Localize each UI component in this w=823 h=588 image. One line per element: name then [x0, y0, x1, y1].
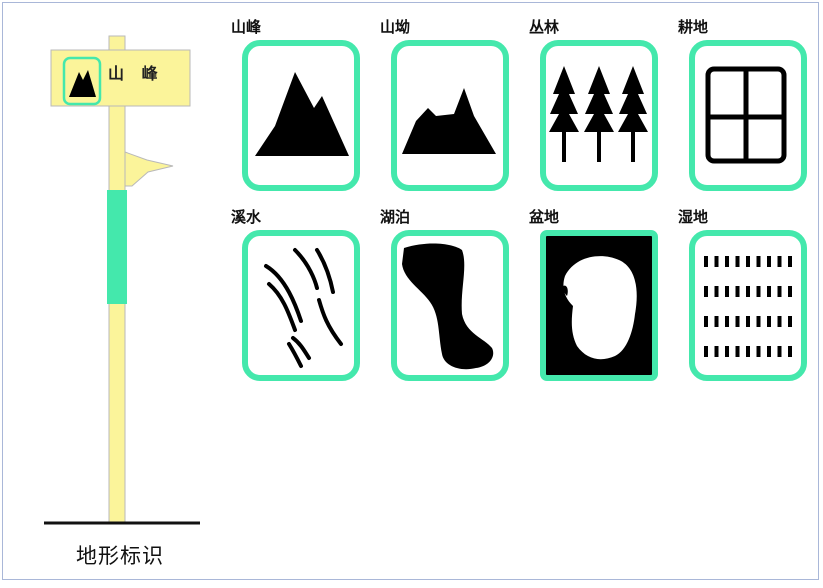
tile-label: 山峰	[231, 18, 262, 36]
sign-label: 山 峰	[108, 64, 164, 83]
wetland-dash	[725, 316, 729, 327]
post-shaft	[108, 105, 126, 523]
wetland-dash	[746, 316, 750, 327]
tile-wetland: 湿地	[678, 206, 807, 396]
forest-icon	[540, 40, 658, 191]
wetland-dash	[704, 256, 708, 267]
farmland-icon	[689, 40, 807, 191]
tile-farmland: 耕地	[678, 16, 807, 206]
tile-lake: 湖泊	[380, 206, 509, 396]
wetland-dash	[777, 286, 782, 297]
wetland-dash	[714, 286, 719, 297]
wetland-dash	[725, 286, 729, 297]
post-top	[108, 35, 126, 51]
post-band	[107, 190, 127, 304]
wetland-dash	[725, 256, 729, 267]
tile-label: 山坳	[380, 18, 411, 36]
wetland-dots	[704, 256, 792, 357]
wetland-dash	[735, 256, 740, 267]
wetland-dash	[714, 346, 719, 357]
wetland-dash	[767, 346, 771, 357]
wetland-icon	[689, 230, 807, 381]
wetland-dash	[777, 346, 782, 357]
tile-label: 溪水	[231, 208, 262, 226]
tile-label: 湖泊	[380, 208, 411, 226]
wetland-dash	[788, 286, 792, 297]
tile-label: 丛林	[529, 18, 560, 36]
signpost-graphic	[44, 35, 200, 525]
tile-stream: 溪水	[231, 206, 360, 396]
mountain-pass-icon	[391, 40, 509, 191]
wetland-dash	[725, 346, 729, 357]
post-flag	[124, 151, 174, 187]
tile-label: 耕地	[678, 18, 709, 36]
wetland-dash	[735, 316, 740, 327]
wetland-dash	[767, 316, 771, 327]
tile-peak: 山峰	[231, 16, 360, 206]
wetland-dash	[704, 316, 708, 327]
wetland-dash	[767, 286, 771, 297]
wetland-dash	[756, 256, 761, 267]
tile-label: 湿地	[678, 208, 709, 226]
sign-mountain-icon	[69, 70, 96, 97]
wetland-dash	[746, 256, 750, 267]
wetland-dash	[788, 256, 792, 267]
wetland-dash	[767, 256, 771, 267]
wetland-dash	[704, 346, 708, 357]
tile-basin: 盆地	[529, 206, 658, 396]
wetland-dash	[714, 316, 719, 327]
lake-icon	[391, 230, 509, 381]
wetland-dash	[777, 256, 782, 267]
wetland-dash	[714, 256, 719, 267]
stream-icon	[242, 230, 360, 381]
tile-label: 盆地	[529, 208, 560, 226]
signpost: 山 峰 地形标识	[0, 0, 240, 584]
tile-forest: 丛林	[529, 16, 658, 206]
wetland-dash	[788, 316, 792, 327]
wetland-dash	[777, 316, 782, 327]
mountain-peak-icon	[242, 40, 360, 191]
wetland-dash	[756, 346, 761, 357]
wetland-dash	[756, 286, 761, 297]
wetland-dash	[735, 286, 740, 297]
tile-pass: 山坳	[380, 16, 509, 206]
wetland-dash	[735, 346, 740, 357]
wetland-dash	[746, 286, 750, 297]
wetland-dash	[756, 316, 761, 327]
diagram-caption: 地形标识	[76, 544, 164, 568]
wetland-dash	[746, 346, 750, 357]
basin-icon	[540, 230, 658, 381]
wetland-dash	[704, 286, 708, 297]
wetland-dash	[788, 346, 792, 357]
